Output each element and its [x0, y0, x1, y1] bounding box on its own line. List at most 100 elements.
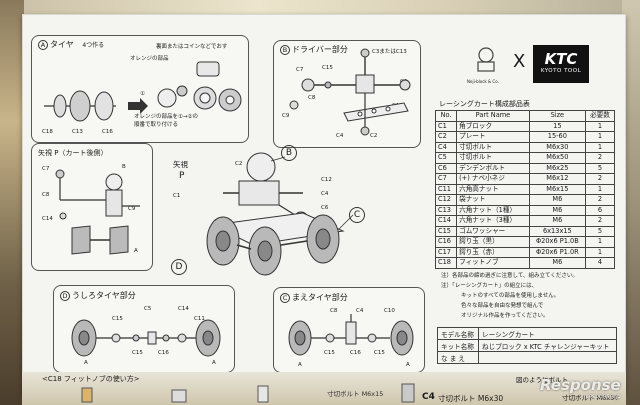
bottom-drawings	[81, 383, 415, 403]
parts-cell-qty: 1	[584, 131, 616, 143]
panel-a-hint-orange: オレンジの部品	[130, 56, 169, 62]
bottom-part-label: C4	[422, 392, 435, 402]
panel-yashi-part: C7	[42, 166, 50, 172]
note-line: 色々な部品を自由な発想で組んで	[461, 303, 544, 309]
info-row: モデル名称 レーシングカート	[436, 327, 617, 340]
parts-cell-size: M6	[528, 204, 586, 216]
parts-cell-qty: 1	[584, 183, 616, 195]
panel-c-part: C15	[374, 350, 385, 356]
panel-c-part: C16	[350, 350, 361, 356]
panel-a-letter: A	[38, 40, 48, 50]
panel-c-part: A	[406, 362, 410, 368]
panel-b-letter: B	[280, 45, 290, 55]
bottom-strip: <C18 フィットノブの使い方> 寸切ボルト M6x15 C4 寸切ボルト M6…	[22, 372, 626, 405]
parts-cell-size: M6x15	[528, 183, 586, 195]
panel-b-part-label: C15	[322, 65, 333, 71]
panel-yashi-title: 矢視 P（カート後側）	[38, 149, 108, 157]
center-yashi-label: 矢視	[173, 160, 188, 169]
parts-cell-size: 15	[528, 120, 586, 132]
parts-cell-size: 6x13x15	[528, 225, 586, 237]
panel-b-part-label: C7	[296, 67, 304, 73]
parts-cell-size: M6x50	[528, 152, 586, 164]
parts-cell-name: 六角高ナット	[456, 183, 530, 195]
parts-cell-name: デンデンボルト	[456, 162, 530, 174]
parts-cell-no: C13	[434, 204, 458, 216]
panel-c-letter: C	[280, 293, 290, 303]
panel-yashi-part: B	[122, 164, 126, 170]
model-info-table: モデル名称 レーシングカート キット名称 ねじブロック x KTC チャレンジャ…	[436, 327, 617, 364]
parts-cell-name: 六角ナット（1種）	[456, 204, 530, 216]
callout-b: B	[281, 145, 297, 161]
panel-a-drawing	[44, 61, 242, 122]
parts-cell-size: Φ20x6 P1.0B	[528, 236, 586, 248]
panel-d-part: C15	[112, 316, 123, 322]
panel-a-step-1: ①	[140, 91, 145, 97]
parts-cell-qty: 1	[584, 236, 616, 248]
bottom-right-part: 寸切ボルト M6x50	[562, 394, 619, 402]
parts-cell-no: C4	[434, 141, 458, 153]
note-line: 注）各部品の締め過ぎに注意して、組み立てください。	[441, 273, 578, 279]
info-label: キット名称	[436, 339, 480, 352]
panel-d-part: A	[212, 360, 216, 366]
ktc-logo: KTC KYOTO TOOL	[533, 45, 589, 83]
parts-cell-name: 角ブロック	[456, 120, 530, 132]
parts-cell-size: M6	[528, 194, 586, 206]
parts-col-name: Part Name	[456, 110, 530, 122]
panel-c-part: A	[298, 362, 302, 368]
bottom-right-caption: 図のようにボルト	[516, 376, 568, 384]
center-part-label: C2	[235, 161, 243, 167]
bottom-left-caption: <C18 フィットノブの使い方>	[42, 375, 140, 383]
parts-cell-name: (+) ナベ小ネジ	[456, 173, 530, 185]
bottom-part-text: 寸切ボルト M6x30	[438, 394, 504, 403]
center-part-label: C4	[321, 191, 329, 197]
parts-cell-size: 15-60	[528, 131, 586, 143]
parts-cell-qty: 1	[584, 120, 616, 132]
panel-a-part-label: C13	[72, 129, 83, 135]
parts-cell-name: 寸切ボルト	[456, 152, 530, 164]
info-value: ねじブロック x KTC チャレンジャーキット	[478, 339, 617, 352]
parts-cell-name: ゴムワッシャー	[456, 225, 530, 237]
panel-c-part: C15	[324, 350, 335, 356]
parts-cell-no: C11	[434, 183, 458, 195]
parts-cell-no: C15	[434, 225, 458, 237]
main-assembly-drawing	[206, 152, 354, 276]
panel-d-part: C15	[132, 350, 143, 356]
parts-cell-qty: 5	[584, 225, 616, 237]
panel-b-part-label: C2	[370, 133, 378, 139]
bottom-part-text: 寸切ボルト M6x15	[327, 390, 384, 398]
parts-cell-qty: 5	[584, 162, 616, 174]
ktc-logo-subtext: KYOTO TOOL	[540, 68, 582, 74]
note-line: キットのすべての部品を使用しません。	[461, 293, 560, 299]
panel-yashi-drawing	[55, 169, 140, 255]
center-part-label: C6	[321, 205, 329, 211]
parts-cell-qty: 6	[584, 204, 616, 216]
panel-c-drawing	[288, 314, 414, 356]
parts-cell-size: M6x30	[528, 141, 586, 153]
panel-c-part: C4	[356, 308, 364, 314]
parts-cell-size: M6	[528, 215, 586, 227]
panel-a-count: 4つ作る	[82, 42, 105, 49]
parts-cell-no: C17	[434, 246, 458, 258]
parts-cell-size: M6x25	[528, 162, 586, 174]
left-brand-logo	[477, 47, 495, 72]
parts-cell-name: 寸切ボルト	[456, 141, 530, 153]
panel-yashi-part: A	[134, 248, 138, 254]
parts-cell-qty: 2	[584, 215, 616, 227]
info-value: レーシングカート	[478, 327, 617, 340]
name-field[interactable]	[478, 351, 617, 364]
